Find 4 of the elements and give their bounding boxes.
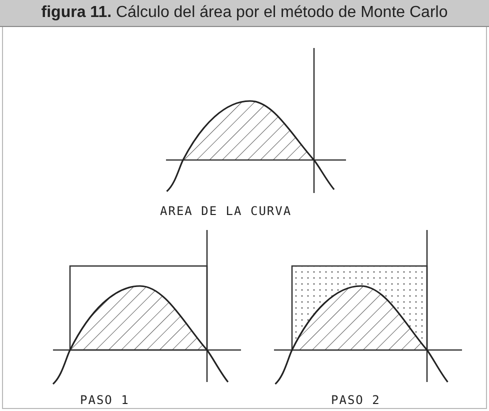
panel-caption: PASO 2 [331,393,380,407]
panel-caption: PASO 1 [80,393,130,407]
panel-caption: AREA DE LA CURVA [160,204,292,218]
figure-title: figura 11. Cálculo del área por el método de Monte Carlo [0,0,489,27]
